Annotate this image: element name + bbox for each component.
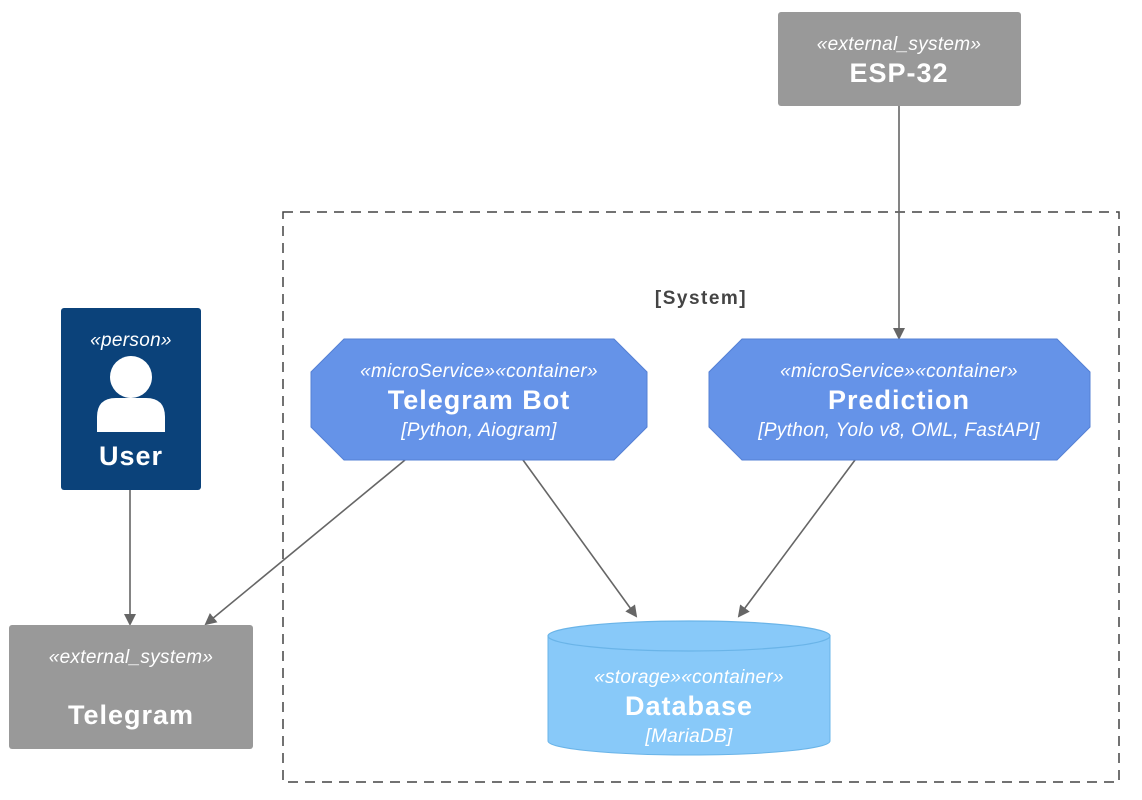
prediction-stereotype: «microService»«container» (780, 361, 1018, 382)
esp32-title: ESP-32 (849, 58, 948, 88)
database-title: Database (625, 691, 753, 721)
system-boundary: [System] (282, 211, 1120, 783)
esp32-stereotype: «external_system» (817, 34, 982, 55)
prediction-technology: [Python, Yolo v8, OML, FastAPI] (757, 420, 1040, 441)
person-icon (97, 356, 165, 432)
edges (124, 106, 905, 626)
user-title: User (99, 441, 163, 471)
system-boundary-label: [System] (655, 288, 747, 309)
database-stereotype: «storage»«container» (594, 667, 784, 688)
node-esp32[interactable]: «external_system» ESP-32 (778, 12, 1021, 106)
telegram-bot-title: Telegram Bot (388, 385, 571, 415)
database-technology: [MariaDB] (644, 726, 733, 747)
user-stereotype: «person» (90, 330, 172, 351)
edge-prediction-database (737, 459, 856, 618)
node-database[interactable]: «storage»«container» Database [MariaDB] (547, 620, 831, 756)
telegram-title: Telegram (68, 700, 194, 730)
telegram-bot-stereotype: «microService»«container» (360, 361, 598, 382)
node-telegram-bot[interactable]: «microService»«container» Telegram Bot [… (310, 338, 648, 461)
prediction-title: Prediction (828, 385, 970, 415)
telegram-stereotype: «external_system» (49, 647, 214, 668)
node-prediction[interactable]: «microService»«container» Prediction [Py… (708, 338, 1091, 461)
edge-telegrambot-telegram (204, 459, 406, 626)
telegram-bot-technology: [Python, Aiogram] (400, 420, 557, 441)
edge-telegrambot-database (522, 459, 638, 618)
node-telegram[interactable]: «external_system» Telegram (9, 625, 253, 749)
node-user[interactable]: «person» User (61, 308, 201, 490)
